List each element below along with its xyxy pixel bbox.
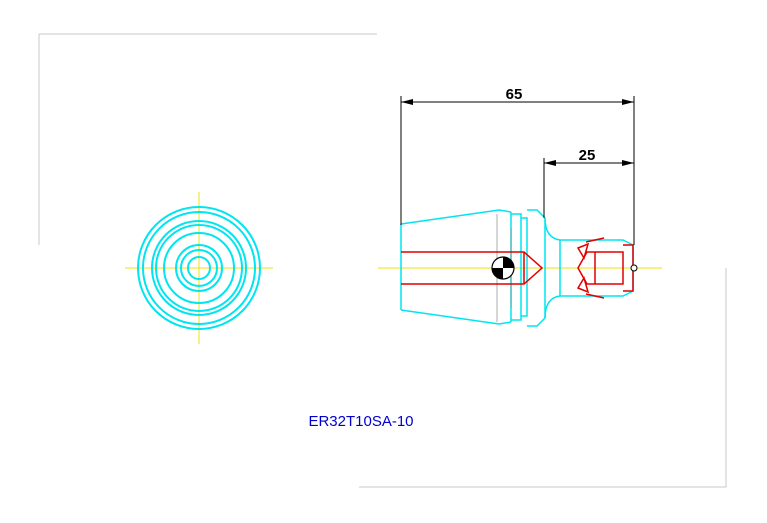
end-view bbox=[125, 192, 273, 344]
shank-outline bbox=[400, 209, 634, 327]
center-of-gravity-symbol bbox=[491, 256, 515, 280]
bore-outline bbox=[401, 237, 634, 299]
frame bbox=[38, 33, 727, 488]
dimensions bbox=[400, 96, 635, 245]
overall-length-value: 65 bbox=[506, 86, 523, 103]
side-view bbox=[378, 209, 662, 327]
end-view-circles bbox=[137, 206, 261, 330]
end-view-centerlines bbox=[125, 192, 273, 344]
part-number-label: ER32T10SA-10 bbox=[308, 413, 413, 430]
collet-length-value: 25 bbox=[579, 147, 596, 164]
nose-point-symbol bbox=[630, 264, 638, 272]
dimension-arrowheads bbox=[401, 99, 634, 166]
